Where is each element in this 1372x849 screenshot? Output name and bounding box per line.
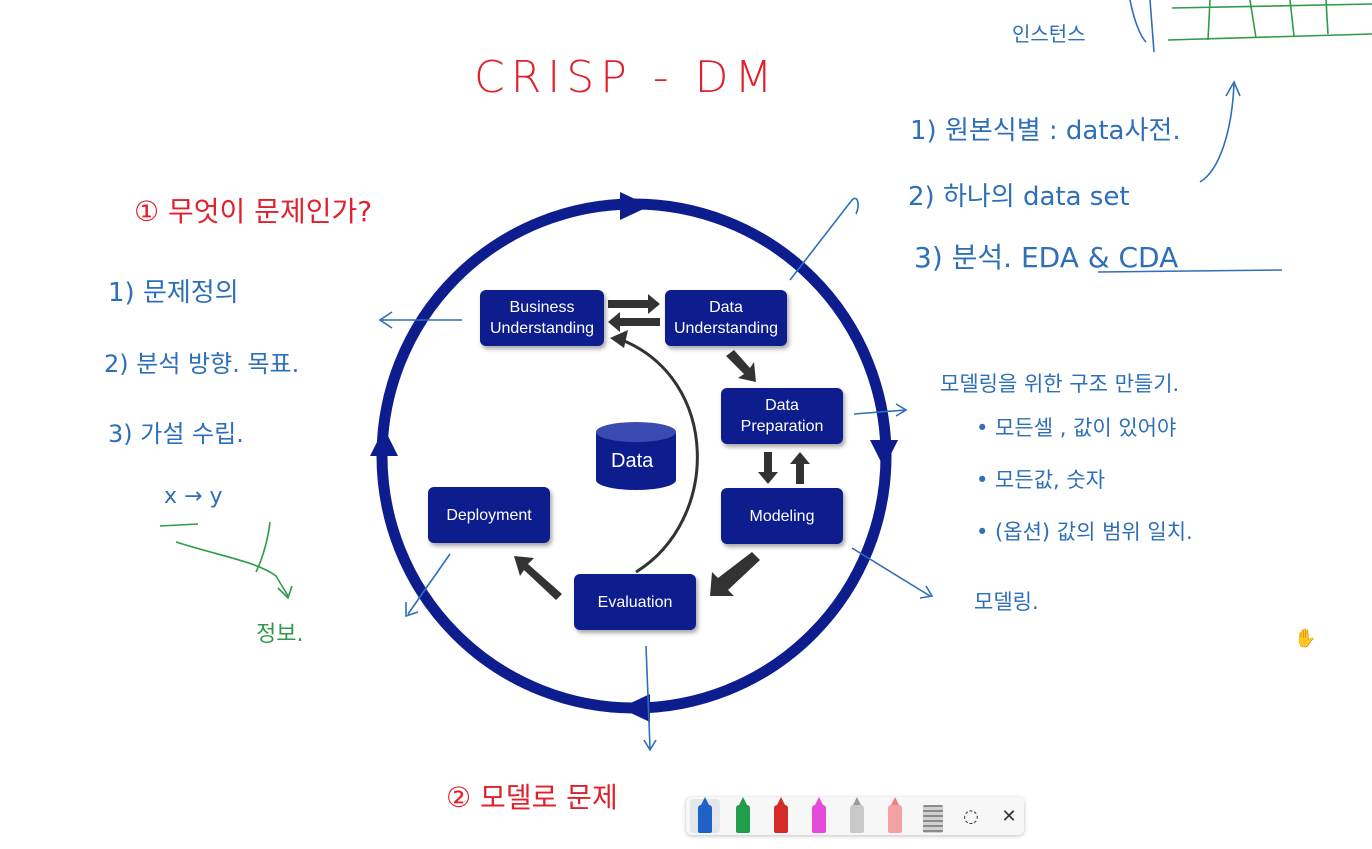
- ring-arrow-right-icon: [870, 440, 898, 468]
- highlighter-pink-icon[interactable]: [804, 797, 834, 833]
- pen-blue-icon[interactable]: [690, 797, 720, 833]
- arrow-eval-to-deploy-icon: [514, 556, 562, 600]
- arrow-model-to-prep-icon: [790, 452, 810, 484]
- arrow-eval-to-bu-curve: [621, 338, 699, 574]
- right-bullet-2: • 모든값, 숫자: [976, 468, 1106, 492]
- highlighter-eraser-icon[interactable]: [880, 797, 910, 833]
- right-bullet-3: • (옵션) 값의 범위 일치.: [976, 520, 1193, 544]
- top-right-note-2: 2) 하나의 data set: [908, 182, 1130, 212]
- modeling-note: 모델링.: [974, 590, 1039, 614]
- data-preparation-box: Data Preparation: [721, 388, 843, 444]
- top-right-note-3: 3) 분석. EDA & CDA: [914, 241, 1179, 274]
- ring-arrow-bottom-icon: [620, 694, 650, 722]
- bottom-note: ② 모델로 문제: [446, 781, 618, 814]
- ring-arrow-top-icon: [620, 192, 650, 220]
- arrow-du-to-bu-icon: [608, 312, 660, 332]
- curve-arrowhead-icon: [610, 330, 628, 348]
- eraser-icon[interactable]: [842, 797, 872, 833]
- evaluation-box: Evaluation: [574, 574, 696, 630]
- modeling-box: Modeling: [721, 488, 843, 544]
- xy-note: x → y: [164, 484, 223, 509]
- left-heading: ① 무엇이 문제인가?: [134, 195, 373, 228]
- ink-toolbar: ◌ ✕: [686, 797, 1024, 835]
- info-note: 정보.: [256, 622, 304, 647]
- data-understanding-box: Data Understanding: [665, 290, 787, 346]
- arrow-du-to-prep-icon: [726, 350, 756, 382]
- blue-ink-strokes: [378, 0, 1283, 752]
- page-title: CRISP - DM: [474, 52, 779, 103]
- top-right-note-1: 1) 원본식별 : data사전.: [910, 116, 1181, 146]
- data-cylinder-label: Data: [611, 450, 654, 472]
- instance-note: 인스턴스: [1012, 22, 1086, 46]
- ruler-icon[interactable]: [918, 799, 948, 833]
- right-heading: 모델링을 위한 구조 만들기.: [940, 372, 1180, 396]
- left-note-1: 1) 문제정의: [108, 278, 239, 308]
- ring-arrow-left-icon: [370, 428, 398, 456]
- data-cylinder-icon: [596, 422, 676, 490]
- pen-green-icon[interactable]: [728, 797, 758, 833]
- close-icon[interactable]: ✕: [1001, 805, 1017, 827]
- left-note-3: 3) 가설 수립.: [108, 420, 244, 448]
- arrow-prep-to-model-icon: [758, 452, 778, 484]
- hand-cursor-icon: ✋: [1294, 628, 1317, 649]
- lasso-select-icon[interactable]: ◌: [963, 805, 979, 827]
- arrow-bu-to-du-icon: [608, 294, 660, 314]
- pen-red-icon[interactable]: [766, 797, 796, 833]
- arrow-model-to-eval-icon: [710, 552, 760, 596]
- business-understanding-box: Business Understanding: [480, 290, 604, 346]
- right-bullet-1: • 모든셀 , 값이 있어야: [976, 416, 1177, 440]
- left-note-2: 2) 분석 방향. 목표.: [104, 350, 300, 378]
- green-ink-strokes: [159, 0, 1372, 600]
- deployment-box: Deployment: [428, 487, 550, 543]
